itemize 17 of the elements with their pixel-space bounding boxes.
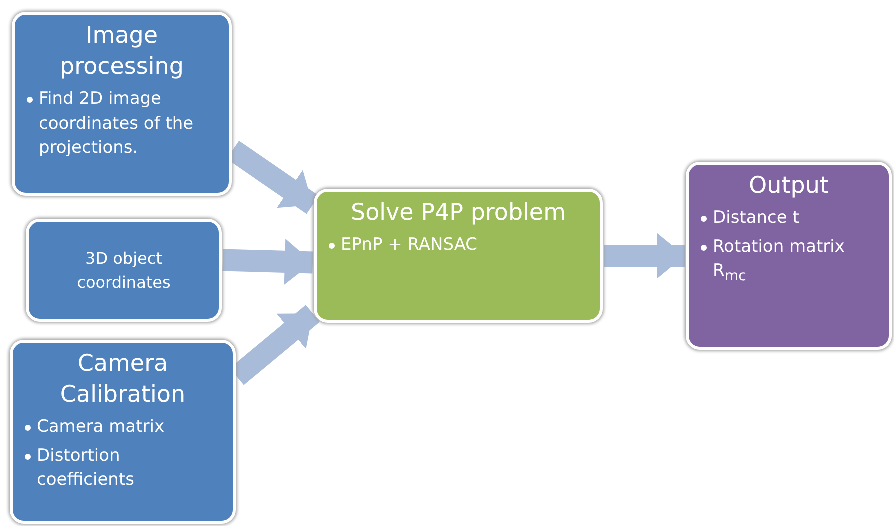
bullet-text: Distortion coefficients (37, 446, 134, 490)
box-heading: Camera Calibration (59, 350, 187, 410)
box-label: 3D object coordinates (76, 248, 172, 294)
process-box (686, 162, 892, 350)
bullet-text: Rotation matrix R$_{mc}$ (713, 236, 845, 282)
box-heading: Image processing (59, 22, 185, 82)
process-box (10, 340, 236, 524)
bullet-text: Camera matrix (37, 417, 165, 438)
box-heading: Output (748, 172, 830, 201)
bullet-text: Find 2D image coordinates of the projections. (39, 89, 194, 158)
bullet-text: EPnP + RANSAC (341, 235, 478, 256)
process-box (12, 12, 232, 196)
box-heading: Solve P4P problem (350, 199, 567, 228)
block-arrow (604, 233, 685, 279)
process-box (314, 189, 603, 323)
process-box (26, 219, 222, 322)
bullet-text: Distance t (713, 208, 800, 228)
